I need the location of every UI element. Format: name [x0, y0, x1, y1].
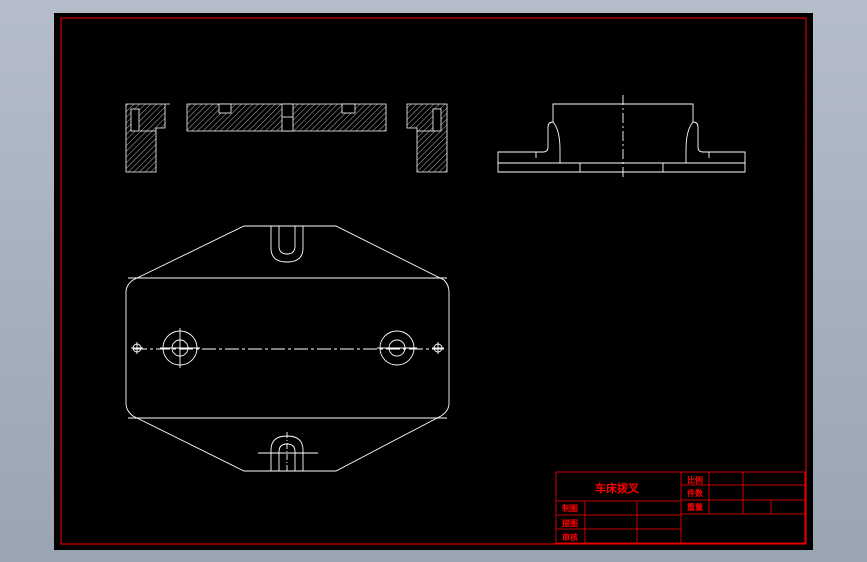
top-view [125, 225, 450, 472]
left-hole [160, 328, 200, 368]
left-marker-hole [131, 342, 143, 354]
title-block [555, 471, 806, 544]
designed-by-label: 描图 [562, 518, 578, 528]
drawn-by-label: 制图 [562, 503, 578, 513]
paper-background [54, 13, 813, 550]
top-view-outline [125, 225, 450, 472]
drawing-frame [60, 17, 807, 545]
side-view [497, 95, 746, 178]
front-section-view [125, 103, 448, 173]
scale-label: 比例 [687, 475, 703, 485]
right-hole [377, 330, 417, 366]
top-slot [270, 226, 304, 263]
count-label: 件数 [687, 488, 704, 498]
front-section-right-part [406, 103, 448, 173]
right-marker-hole [432, 342, 444, 354]
checked-by-label: 审核 [562, 532, 578, 542]
front-section-left-part [125, 103, 170, 173]
front-section-center-part [186, 103, 387, 132]
weight-label: 重量 [687, 502, 703, 512]
drawing-name: 车床拨叉 [595, 481, 640, 495]
